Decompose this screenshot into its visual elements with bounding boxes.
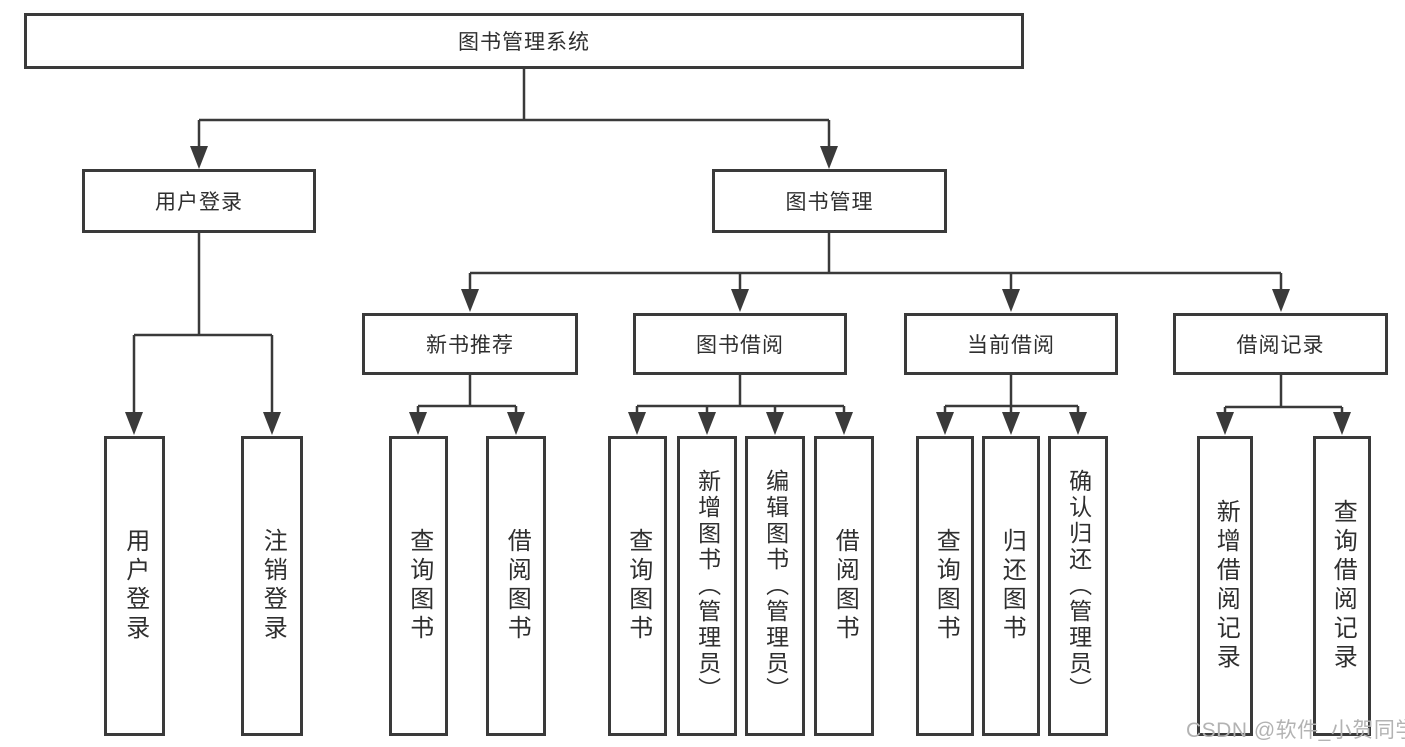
leaf-current-confirm-return-admin: 确认归还（管理员） (1048, 436, 1108, 736)
leaf-borrowing-query-books: 查询图书 (608, 436, 667, 736)
leaf-label: 用户登录 (121, 528, 149, 644)
arrowheads-newbook-to-leaves (409, 412, 525, 435)
arrowheads-bookmgmt-to-level3 (461, 289, 1290, 312)
leaf-records-add-record: 新增借阅记录 (1197, 436, 1253, 736)
connector-userlogin-to-leaves (132, 233, 274, 414)
leaf-newbook-query-books: 查询图书 (389, 436, 448, 736)
node-new-book-recommend: 新书推荐 (362, 313, 578, 375)
connector-currentborrow-to-leaves (943, 375, 1080, 414)
leaf-label: 归还图书 (998, 528, 1026, 644)
connector-borrowrecord-to-leaves (1223, 375, 1344, 414)
leaf-label: 查询图书 (932, 528, 960, 644)
node-borrowing-records: 借阅记录 (1173, 313, 1388, 375)
node-current-borrowing: 当前借阅 (904, 313, 1118, 375)
leaf-label: 查询图书 (405, 528, 433, 644)
leaf-label: 查询图书 (624, 528, 652, 644)
node-root: 图书管理系统 (24, 13, 1024, 69)
leaf-records-query-record: 查询借阅记录 (1313, 436, 1371, 736)
arrowheads-bookborrow-to-leaves (628, 412, 853, 435)
leaf-label: 编辑图书（管理员） (762, 469, 789, 703)
leaf-label: 借阅图书 (503, 528, 531, 644)
leaf-label: 查询借阅记录 (1329, 499, 1357, 673)
arrowheads-borrowrecord-to-leaves (1216, 412, 1351, 435)
leaf-current-query-books: 查询图书 (916, 436, 974, 736)
leaf-current-return-books: 归还图书 (982, 436, 1040, 736)
arrowheads-userlogin-to-leaves (125, 412, 281, 435)
connector-bookborrow-to-leaves (635, 375, 846, 414)
leaf-label: 新增图书（管理员） (694, 469, 721, 703)
leaf-label: 注销登录 (259, 528, 287, 644)
connector-root-to-level2 (197, 68, 831, 148)
leaf-borrowing-borrow-books: 借阅图书 (814, 436, 874, 736)
leaf-borrowing-edit-books-admin: 编辑图书（管理员） (745, 436, 805, 736)
node-book-management: 图书管理 (712, 169, 947, 233)
leaf-borrowing-add-books-admin: 新增图书（管理员） (677, 436, 737, 736)
connector-newbook-to-leaves (416, 375, 518, 414)
connector-bookmgmt-to-level3 (468, 233, 1283, 291)
arrowheads-root-to-level2 (190, 146, 838, 169)
leaf-label: 新增借阅记录 (1212, 499, 1240, 673)
leaf-label: 确认归还（管理员） (1065, 469, 1092, 703)
leaf-newbook-borrow-books: 借阅图书 (486, 436, 546, 736)
node-book-borrowing: 图书借阅 (633, 313, 847, 375)
node-user-login: 用户登录 (82, 169, 316, 233)
leaf-label: 借阅图书 (831, 528, 859, 644)
arrowheads-currentborrow-to-leaves (936, 412, 1087, 435)
leaf-logout: 注销登录 (241, 436, 303, 736)
leaf-user-login: 用户登录 (104, 436, 165, 736)
csdn-watermark: CSDN @软件_小贺同学 (1186, 719, 1405, 742)
